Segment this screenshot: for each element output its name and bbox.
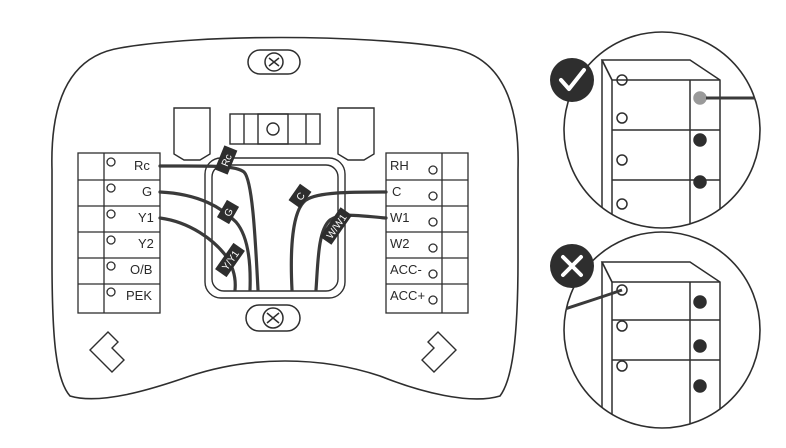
corner-arrow-icon	[89, 331, 457, 373]
terminal-label-y1: Y1	[138, 210, 154, 225]
left-terminal-labels: Rc G Y1 Y2 O/B PEK	[126, 158, 154, 303]
check-icon	[550, 58, 594, 102]
correct-detail	[563, 31, 761, 229]
terminal-label-rc: Rc	[134, 158, 150, 173]
terminal-label-ob: O/B	[130, 262, 152, 277]
left-terminal-strip	[77, 152, 161, 314]
incorrect-detail	[563, 231, 761, 429]
x-icon	[550, 244, 594, 288]
terminal-label-y2: Y2	[138, 236, 154, 251]
wires	[158, 164, 388, 292]
right-terminal-labels: RH C W1 W2 ACC- ACC+	[390, 158, 425, 303]
wire-w1	[314, 213, 388, 292]
wire-c	[289, 190, 388, 292]
terminal-label-g: G	[142, 184, 152, 199]
terminal-label-acc-minus: ACC-	[390, 262, 422, 277]
center-clip	[229, 113, 321, 145]
terminal-label-w1: W1	[390, 210, 410, 225]
terminal-label-rh: RH	[390, 158, 409, 173]
mount-tabs	[173, 107, 375, 161]
bottom-screw-icon	[245, 304, 301, 332]
wire-rc	[158, 164, 260, 292]
thermostat-base-plate	[51, 36, 519, 400]
top-screw-icon	[247, 49, 301, 75]
terminal-label-pek: PEK	[126, 288, 152, 303]
terminal-label-w2: W2	[390, 236, 410, 251]
wire-tag-c: C	[288, 183, 312, 209]
wire-tag-g: G	[216, 199, 240, 225]
wire-g	[158, 190, 252, 292]
wire-tag-rc: Rc	[214, 145, 238, 175]
svg-text:Rc: Rc	[220, 153, 235, 168]
terminal-label-acc-plus: ACC+	[390, 288, 425, 303]
wire-y1	[158, 216, 237, 292]
terminal-label-c: C	[392, 184, 401, 199]
right-terminal-strip	[385, 152, 469, 314]
